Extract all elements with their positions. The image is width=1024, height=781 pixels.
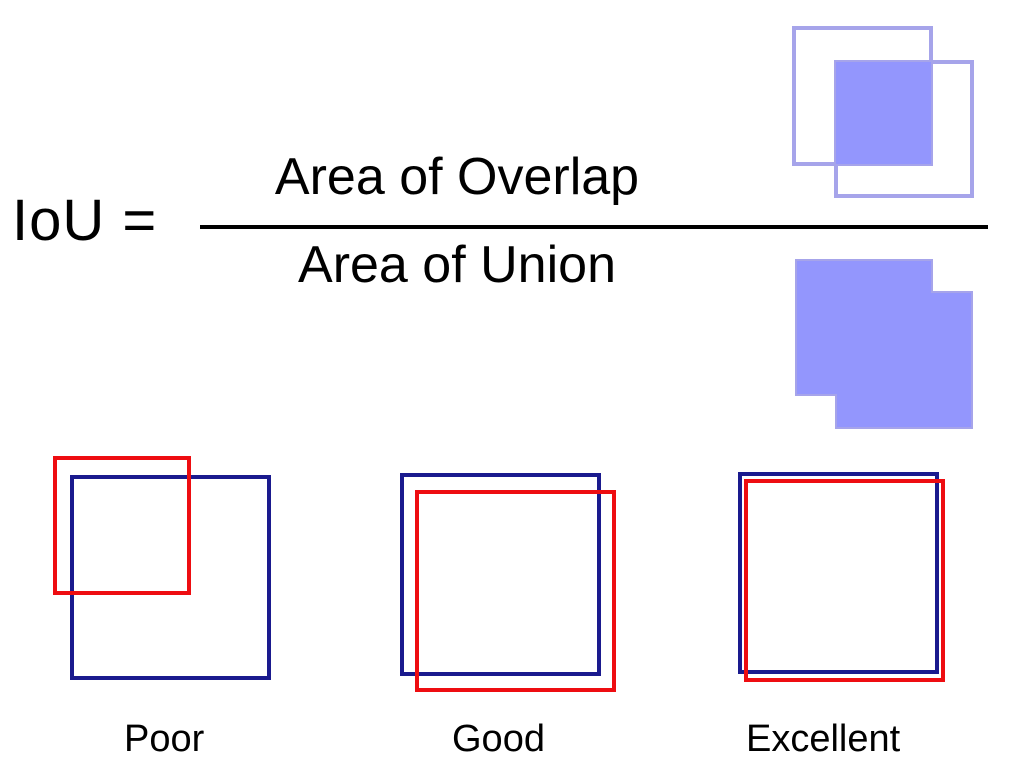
example-good-predicted-box <box>400 473 601 676</box>
example-excellent-label: Excellent <box>746 718 901 760</box>
example-good-label: Good <box>452 718 545 760</box>
overlap-illustration <box>792 26 974 198</box>
example-excellent-predicted-box <box>738 472 939 674</box>
example-poor-ground-truth-box <box>53 456 191 595</box>
fraction-bar <box>200 225 988 229</box>
formula-denominator: Area of Union <box>298 236 616 294</box>
union-region <box>795 259 973 429</box>
example-good-ground-truth-box <box>415 490 616 692</box>
formula-numerator: Area of Overlap <box>274 148 640 206</box>
union-illustration <box>795 259 973 429</box>
example-poor-predicted-box <box>70 475 271 680</box>
example-poor-label: Poor <box>124 718 205 760</box>
formula-left-hand-side: IoU = <box>12 188 158 253</box>
overlap-intersection-region <box>836 62 931 164</box>
example-excellent-ground-truth-box <box>744 479 945 682</box>
